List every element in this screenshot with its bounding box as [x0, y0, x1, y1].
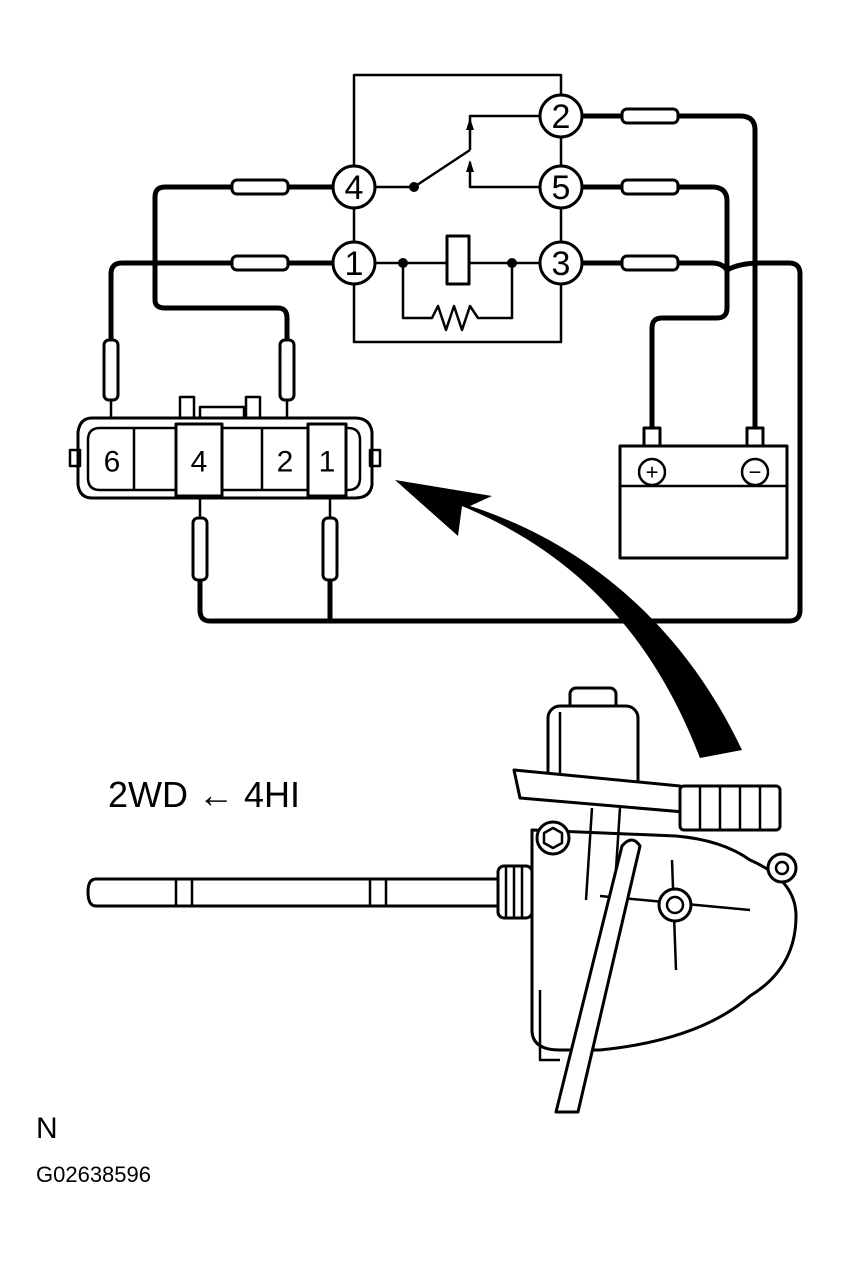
- relay-switch: [376, 114, 540, 192]
- battery: + −: [618, 426, 789, 560]
- connection-arrow: [395, 480, 742, 758]
- relay-terminal-4-label: 4: [345, 169, 364, 207]
- connector-pin-2-label: 2: [277, 446, 294, 479]
- actuator-shaft: [86, 864, 534, 920]
- battery-negative-icon: −: [740, 457, 770, 487]
- svg-text:+: +: [646, 460, 659, 485]
- connector-pin-6-label: 6: [104, 446, 121, 479]
- connector-pin-4-label: 4: [191, 446, 208, 479]
- wire-sleeves: [102, 107, 680, 582]
- relay-terminal-3: 3: [538, 240, 584, 286]
- shift-direction-label: 2WD ← 4HI: [108, 774, 301, 815]
- relay-terminal-2: 2: [538, 93, 584, 139]
- relay-terminal-5-label: 5: [552, 169, 571, 207]
- figure-code: G02638596: [36, 1162, 151, 1187]
- connector: 6 4 2 1: [68, 395, 382, 500]
- actuator: [512, 686, 798, 1114]
- relay-coil: [376, 234, 540, 332]
- relay-terminals: 4 1 2 5 3: [331, 93, 584, 286]
- wiring: [108, 113, 803, 624]
- relay-terminal-1: 1: [331, 240, 377, 286]
- relay-terminal-3-label: 3: [552, 245, 571, 283]
- relay-terminal-1-label: 1: [345, 245, 364, 283]
- position-label: N: [36, 1112, 58, 1145]
- relay-terminal-4: 4: [331, 164, 377, 210]
- relay-terminal-5: 5: [538, 164, 584, 210]
- battery-positive-icon: +: [637, 457, 667, 487]
- connector-pin-1-label: 1: [319, 446, 336, 479]
- svg-text:−: −: [749, 460, 762, 485]
- relay-terminal-2-label: 2: [552, 98, 571, 136]
